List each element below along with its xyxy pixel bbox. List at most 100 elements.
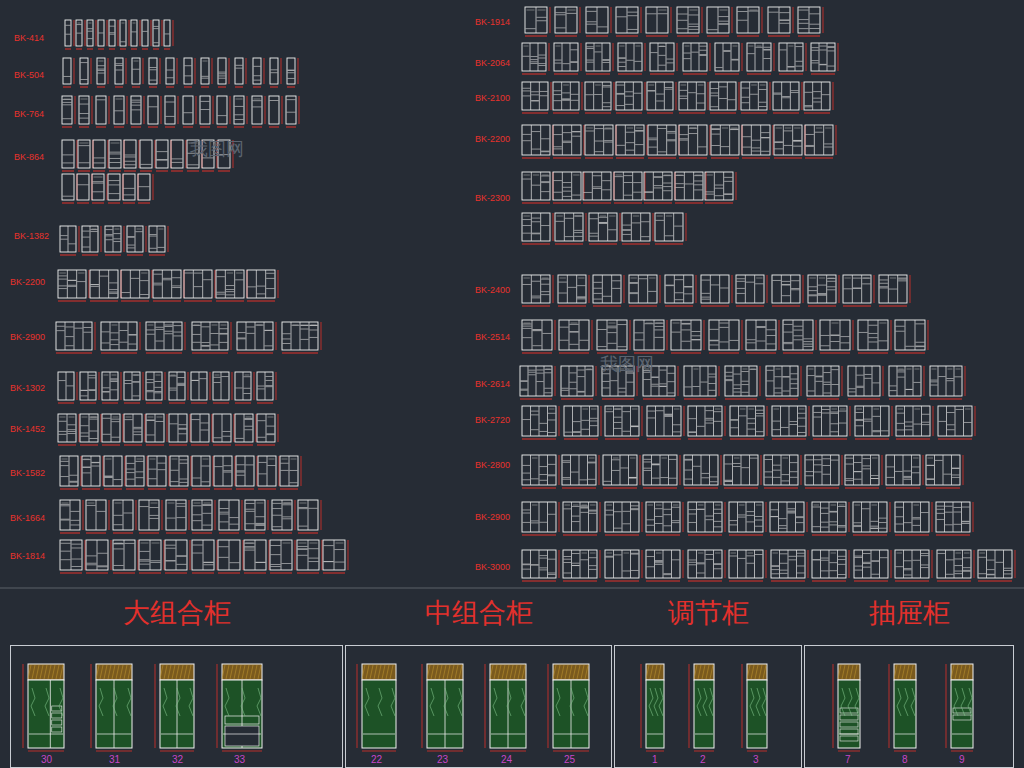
- shelf-line: [223, 436, 231, 437]
- shelf-line: [532, 296, 540, 297]
- dimension-line: [229, 58, 230, 84]
- shelf-line: [220, 334, 228, 335]
- cabinet-outline: [218, 58, 226, 84]
- shelf-line: [532, 131, 540, 132]
- divider-line: [193, 270, 194, 298]
- dimension-line: [109, 500, 110, 530]
- cabinet-thumbnail: [200, 96, 213, 127]
- shelf-line: [254, 66, 261, 67]
- cabinet-thumbnail: [149, 58, 160, 87]
- cabinet-thumbnail: [120, 20, 129, 49]
- dimension-line: [192, 353, 228, 354]
- dimension-line: [129, 20, 130, 46]
- rail-line: [557, 216, 563, 217]
- dimension-line: [139, 533, 159, 534]
- shelf-line: [172, 277, 180, 278]
- dimension-line: [833, 82, 834, 110]
- cabinet-outline: [218, 540, 240, 570]
- dimension-line: [589, 275, 590, 303]
- shelf-line: [554, 134, 562, 135]
- shelf-line: [203, 513, 212, 514]
- shelf-line: [539, 58, 546, 59]
- dimension-line: [166, 87, 174, 88]
- cabinet-thumbnail: [555, 7, 580, 36]
- divider-line: [265, 372, 266, 400]
- cabinet-thumbnail: [258, 456, 279, 489]
- cabinet-outline: [522, 275, 550, 303]
- divider-line: [688, 7, 689, 33]
- dimension-line: [143, 372, 144, 400]
- cabinet-outline: [280, 456, 298, 486]
- shelf-line: [685, 183, 693, 184]
- dimension-line: [169, 403, 185, 404]
- shelf-line: [628, 15, 638, 16]
- rail-line: [291, 459, 297, 460]
- cabinet-thumbnail: [169, 414, 190, 445]
- divider-line: [571, 172, 572, 200]
- cabinet-outline: [97, 58, 105, 84]
- divider-line: [779, 7, 780, 33]
- dimension-line: [62, 203, 74, 204]
- dimension-line: [165, 573, 187, 574]
- rail-line: [299, 543, 307, 544]
- shelf-line: [645, 192, 653, 193]
- shelf-line: [565, 218, 573, 219]
- shelf-line: [656, 94, 664, 95]
- shelf-line: [154, 26, 159, 27]
- dimension-line: [62, 127, 72, 128]
- shelf-line: [80, 104, 89, 105]
- divider-line: [173, 322, 174, 350]
- shelf-line: [541, 138, 549, 139]
- dimension-line: [153, 174, 154, 200]
- shelf-line: [61, 235, 68, 236]
- dimension-line: [170, 489, 188, 490]
- shelf-line: [702, 299, 710, 300]
- shelf-line: [93, 191, 104, 192]
- shelf-line: [712, 134, 720, 135]
- dimension-line: [276, 322, 277, 350]
- rail-line: [236, 99, 243, 100]
- divider-line: [626, 43, 627, 71]
- dimension-line: [553, 113, 579, 114]
- divider-line: [751, 125, 752, 155]
- dimension-line: [195, 58, 196, 84]
- shelf-line: [246, 509, 255, 510]
- shelf-line: [147, 391, 154, 392]
- shelf-line: [537, 17, 547, 18]
- cabinet-thumbnail: [92, 174, 107, 203]
- dimension-line: [235, 403, 251, 404]
- divider-line: [634, 43, 635, 71]
- cabinet-outline: [553, 172, 581, 200]
- divider-line: [699, 43, 700, 71]
- shelf-line: [193, 505, 202, 506]
- shelf-line: [111, 380, 118, 381]
- shelf-line: [577, 296, 585, 297]
- cabinet-outline: [779, 43, 803, 71]
- cabinet-thumbnail: [214, 456, 235, 489]
- divider-line: [594, 43, 595, 71]
- rail-line: [524, 175, 530, 176]
- shelf-line: [127, 472, 135, 473]
- dimension-line: [737, 36, 759, 37]
- shelf-line: [659, 65, 666, 66]
- shelf-line: [571, 62, 578, 63]
- divider-line: [570, 82, 571, 110]
- shelf-line: [815, 132, 823, 133]
- shelf-line: [649, 139, 657, 140]
- shelf-line: [72, 559, 82, 560]
- shelf-line: [219, 72, 226, 73]
- shelf-line: [780, 23, 790, 24]
- cabinet-thumbnail: [629, 275, 660, 306]
- cabinet-outline: [192, 322, 228, 350]
- cabinet-thumbnail: [269, 96, 282, 127]
- cabinet-outline: [234, 96, 244, 124]
- shelf-line: [68, 429, 76, 430]
- shelf-line: [141, 164, 152, 165]
- shelf-line: [678, 14, 688, 15]
- shelf-line: [100, 276, 108, 277]
- shelf-line: [172, 162, 183, 163]
- shelf-line: [563, 187, 571, 188]
- cabinet-thumbnail: [768, 7, 793, 36]
- shelf-line: [523, 284, 531, 285]
- shelf-line: [715, 195, 723, 196]
